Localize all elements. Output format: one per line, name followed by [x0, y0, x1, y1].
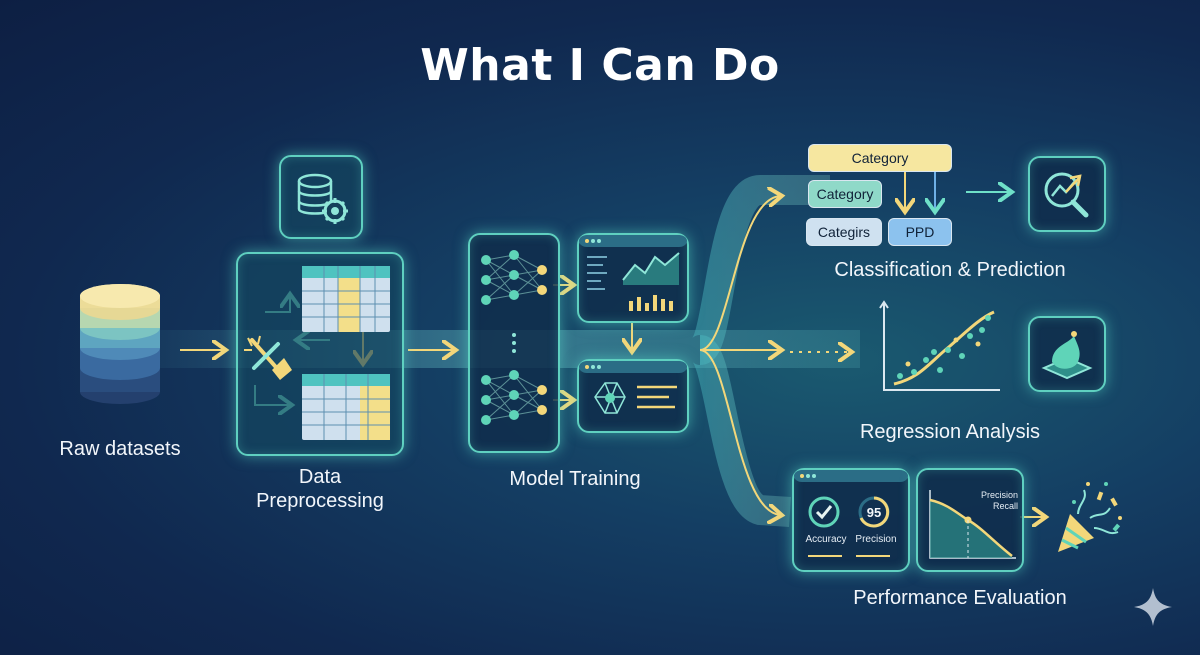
stage-label-classification: Classification & Prediction	[834, 259, 1066, 281]
network-preview-icon	[577, 359, 689, 433]
precision-recall-panel: Precision Recall	[916, 468, 1024, 572]
precision-value: 95	[866, 505, 882, 520]
stage-label-training: Model Training	[509, 468, 641, 490]
stage-label-evaluation: Performance Evaluation	[853, 587, 1067, 609]
sparkle-icon	[1134, 588, 1172, 626]
preprocessing-graphic	[244, 266, 390, 440]
regression-scatter-icon	[879, 300, 1000, 391]
stage-label-preprocessing-line1: Data	[298, 466, 342, 488]
analytics-magnifier-icon	[1028, 156, 1106, 232]
party-popper-icon	[1058, 482, 1122, 552]
neural-network-icon	[481, 250, 547, 425]
metrics-panel: 95 Accuracy Precision	[792, 468, 910, 572]
stage-label-raw: Raw datasets	[59, 438, 181, 460]
page-title: What I Can Do	[420, 40, 780, 91]
class-tag-right-bottom: PPD	[888, 218, 952, 246]
broom-tools-icon	[244, 335, 292, 380]
stage-label-regression: Regression Analysis	[859, 421, 1041, 443]
neural-network-panel	[468, 233, 560, 453]
precision-label: Precision	[855, 534, 897, 545]
curve-label-recall: Recall	[992, 501, 1018, 511]
3d-layer-icon	[1028, 316, 1106, 392]
dashboard-chart-icon	[577, 233, 689, 323]
class-tag-mid: Category	[808, 180, 882, 208]
table-bottom	[302, 374, 390, 440]
database-gear-icon	[297, 173, 348, 224]
accuracy-label: Accuracy	[805, 534, 847, 545]
branch-pipe-bottom	[691, 335, 791, 527]
class-tag-left-bottom: Categirs	[806, 218, 882, 246]
database-icon	[80, 284, 160, 404]
table-top	[302, 266, 390, 332]
class-tag-top: Category	[808, 144, 952, 172]
preprocessing-panel	[236, 252, 404, 456]
curve-label-precision: Precision	[980, 490, 1018, 500]
stage-label-preprocessing-line2: Preprocessing	[256, 490, 384, 512]
database-gear-icon-panel	[279, 155, 363, 239]
